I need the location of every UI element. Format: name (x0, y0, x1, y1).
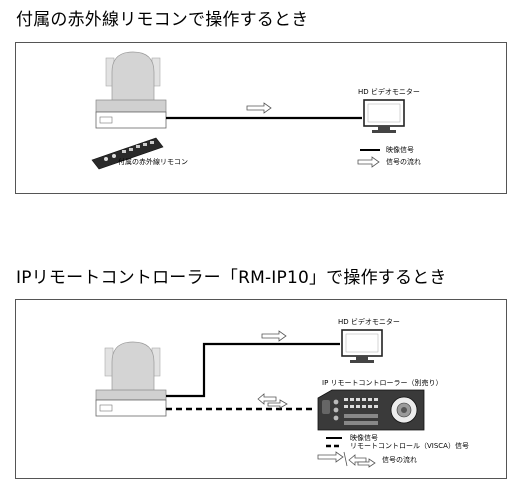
section1-monitor-label: HD ビデオモニター (358, 88, 420, 96)
section1-remote-label: 付属の赤外線リモコン (118, 158, 188, 166)
section2-monitor-label: HD ビデオモニター (338, 318, 400, 326)
section2-legend-flow-arrow-icon (317, 451, 344, 463)
section2-legend-bidirectional-arrow-icon (348, 454, 367, 466)
section2-legend-visca-label: リモートコントロール（VISCA）信号 (350, 442, 469, 450)
section2-video-cable (166, 342, 340, 398)
section2-flow-arrow-icon (261, 330, 287, 342)
section1-legend-video-label: 映像信号 (386, 146, 414, 154)
section2-bidirectional-arrow-right-icon (267, 399, 288, 409)
section2-monitor-icon (341, 329, 383, 363)
section2-ip-controller-icon (317, 389, 425, 431)
section1-flow-arrow-icon (246, 102, 272, 114)
section1-legend-flow-label: 信号の流れ (386, 158, 421, 166)
section2-legend-slash (343, 451, 348, 467)
section1-monitor-icon (363, 99, 405, 133)
section2-camera-icon (95, 341, 167, 417)
section1-heading: 付属の赤外線リモコンで操作するとき (16, 10, 309, 30)
section2-legend-bidirectional-arrow-right-icon (357, 458, 376, 468)
section2-diagram-frame (15, 299, 507, 479)
section1-ir-remote-icon (91, 137, 164, 170)
section2-bidirectional-arrow-left-icon (257, 393, 277, 405)
section1-camera-icon (95, 51, 167, 129)
section2-controller-label: IP リモートコントローラー（別売り） (322, 379, 443, 387)
section2-heading: IPリモートコントローラー「RM-IP10」で操作するとき (16, 268, 447, 288)
section2-legend-flow-label: 信号の流れ (382, 456, 417, 464)
section1-legend-flow-arrow-icon (357, 156, 380, 168)
section2-legend-video-label: 映像信号 (350, 434, 378, 442)
